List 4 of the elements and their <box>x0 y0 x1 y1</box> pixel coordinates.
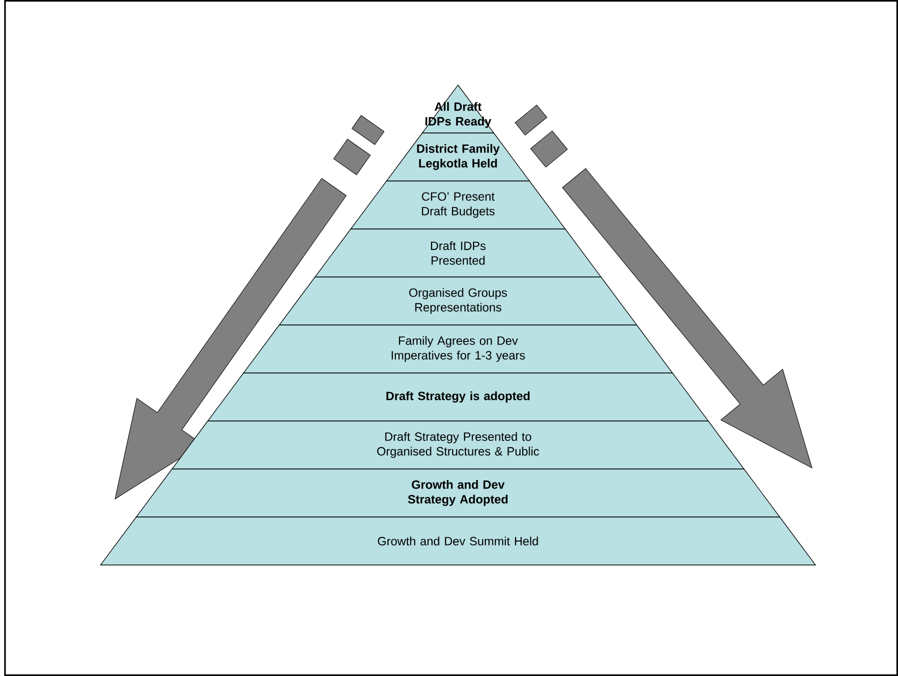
pyramid-band: Draft Strategy is adopted <box>207 372 709 422</box>
pyramid-band: Organised Groups Representations <box>278 276 638 326</box>
pyramid-band: Growth and Dev Strategy Adopted <box>136 468 780 518</box>
pyramid-band: CFO’ Present Draft Budgets <box>350 180 566 230</box>
